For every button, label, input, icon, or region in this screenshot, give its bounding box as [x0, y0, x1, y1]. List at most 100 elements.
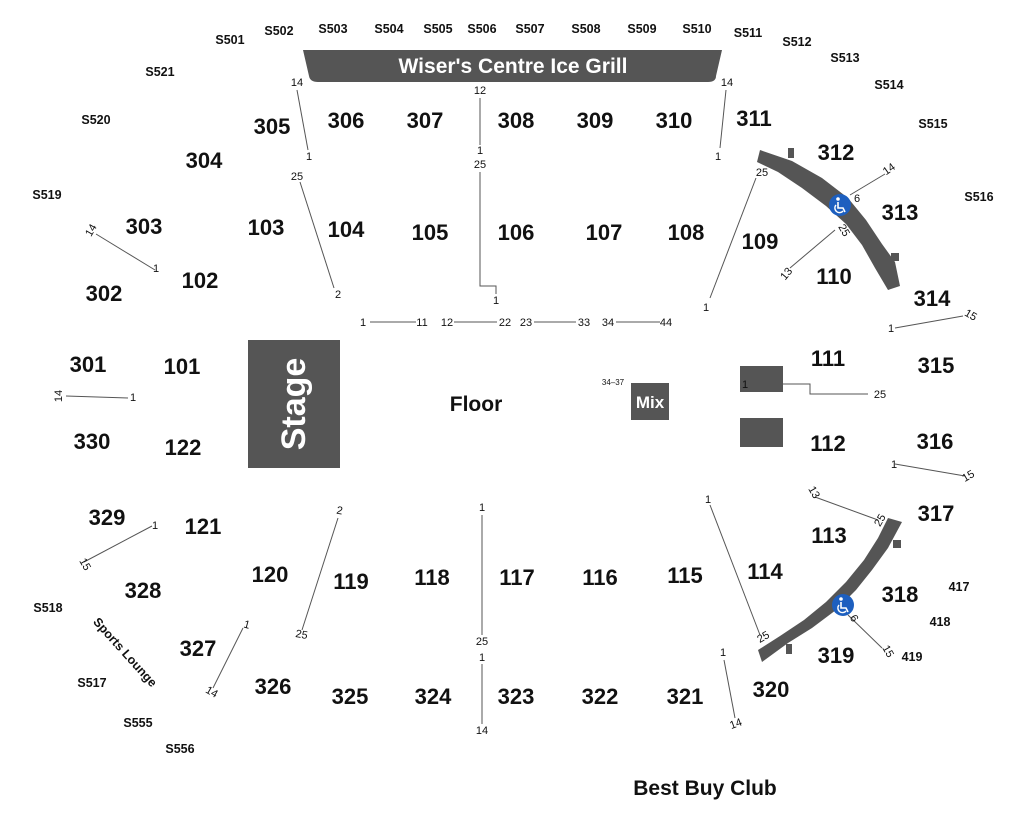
section-label[interactable]: 302 — [86, 281, 123, 306]
section-label[interactable]: 312 — [818, 140, 855, 165]
section-label[interactable]: 419 — [902, 650, 923, 664]
section-label[interactable]: 119 — [333, 569, 369, 594]
section-label[interactable]: 107 — [586, 220, 623, 245]
section-label[interactable]: 115 — [667, 563, 703, 588]
wheelchair-icon[interactable] — [829, 194, 851, 216]
wheelchair-icon[interactable] — [832, 594, 854, 616]
suite-label[interactable]: S555 — [123, 716, 152, 730]
section-label[interactable]: 319 — [818, 643, 855, 668]
row-label: 14 — [53, 390, 65, 402]
section-label[interactable]: 120 — [252, 562, 289, 587]
section-label[interactable]: 113 — [811, 523, 847, 548]
row-label: 1 — [493, 295, 499, 307]
section-label[interactable]: 116 — [582, 565, 618, 590]
section-label[interactable]: 330 — [74, 429, 111, 454]
section-label[interactable]: 106 — [498, 220, 535, 245]
suite-label[interactable]: S511 — [734, 26, 763, 40]
suite-label[interactable]: S505 — [423, 22, 452, 36]
section-label[interactable]: 308 — [498, 108, 535, 133]
suite-label[interactable]: S504 — [374, 22, 403, 36]
section-label[interactable]: 108 — [668, 220, 705, 245]
section-label[interactable]: 320 — [753, 677, 790, 702]
suite-label[interactable]: S516 — [964, 190, 993, 204]
section-label[interactable]: 306 — [328, 108, 365, 133]
suite-label[interactable]: S509 — [627, 22, 656, 36]
suite-label[interactable]: S506 — [467, 22, 496, 36]
row-label: 14 — [83, 222, 100, 239]
suite-label[interactable]: S519 — [32, 188, 61, 202]
row-label: 14 — [721, 77, 733, 89]
row-label: 15 — [962, 307, 979, 324]
suite-label[interactable]: S513 — [830, 51, 859, 65]
suites: S501 S502 S503 S504 S505 S506 S507 S508 … — [32, 22, 993, 756]
section-label[interactable]: 109 — [742, 229, 779, 254]
row-label: 25 — [756, 167, 768, 179]
suite-label[interactable]: S520 — [81, 113, 110, 127]
section-label[interactable]: 102 — [182, 268, 219, 293]
section-label[interactable]: 323 — [498, 684, 535, 709]
suite-label[interactable]: S507 — [515, 22, 544, 36]
section-label[interactable]: 103 — [248, 215, 285, 240]
section-label[interactable]: 329 — [89, 505, 126, 530]
suite-label[interactable]: S510 — [682, 22, 711, 36]
section-label[interactable]: 105 — [412, 220, 449, 245]
section-label[interactable]: 121 — [185, 514, 222, 539]
section-label[interactable]: 309 — [577, 108, 614, 133]
suite-label[interactable]: S518 — [33, 601, 62, 615]
section-label[interactable]: 418 — [930, 615, 951, 629]
section-label[interactable]: 110 — [816, 264, 852, 289]
row-label: 1 — [153, 263, 159, 275]
section-label[interactable]: 321 — [667, 684, 704, 709]
section-label[interactable]: 111 — [811, 346, 845, 371]
section-label[interactable]: 118 — [414, 565, 450, 590]
section-label[interactable]: 301 — [70, 352, 107, 377]
suite-label[interactable]: S512 — [782, 35, 811, 49]
section-label[interactable]: 114 — [747, 559, 783, 584]
row-label: 1 — [479, 652, 485, 664]
best-buy-club-label[interactable]: Best Buy Club — [633, 777, 777, 800]
row-label: 1 — [888, 323, 894, 335]
section-label[interactable]: 101 — [164, 354, 201, 379]
suite-label[interactable]: S508 — [571, 22, 600, 36]
grill-banner[interactable]: Wiser's Centre Ice Grill — [303, 50, 722, 82]
section-label[interactable]: 313 — [882, 200, 919, 225]
section-label[interactable]: 324 — [415, 684, 452, 709]
section-label[interactable]: 122 — [165, 435, 202, 460]
suite-label[interactable]: S514 — [874, 78, 903, 92]
row-label: 44 — [660, 317, 672, 329]
section-label[interactable]: 310 — [656, 108, 693, 133]
section-label[interactable]: 328 — [125, 578, 162, 603]
section-label[interactable]: 314 — [914, 286, 951, 311]
suite-label[interactable]: S521 — [145, 65, 174, 79]
section-label[interactable]: 303 — [126, 214, 163, 239]
section-label[interactable]: 325 — [332, 684, 369, 709]
suite-label[interactable]: S517 — [77, 676, 106, 690]
suite-label[interactable]: S502 — [264, 24, 293, 38]
suite-label[interactable]: S515 — [918, 117, 947, 131]
mix-booth[interactable]: Mix — [631, 383, 669, 420]
section-label[interactable]: 311 — [736, 106, 772, 131]
row-label: 15 — [879, 643, 896, 660]
section-label[interactable]: 307 — [407, 108, 444, 133]
section-label[interactable]: 104 — [328, 217, 365, 242]
section-label[interactable]: 315 — [918, 353, 955, 378]
section-label[interactable]: 316 — [917, 429, 954, 454]
section-label[interactable]: 322 — [582, 684, 619, 709]
stage[interactable]: Stage — [248, 340, 340, 468]
row-label: 12 — [441, 317, 453, 329]
section-label[interactable]: 112 — [810, 431, 846, 456]
section-label[interactable]: 304 — [186, 148, 223, 173]
section-label[interactable]: 417 — [949, 580, 970, 594]
section-label[interactable]: 318 — [882, 582, 919, 607]
suite-label[interactable]: S501 — [215, 33, 244, 47]
row-label: 25 — [291, 171, 303, 183]
section-label[interactable]: 305 — [254, 114, 291, 139]
section-label[interactable]: 326 — [255, 674, 292, 699]
suite-label[interactable]: S503 — [318, 22, 347, 36]
section-label[interactable]: 327 — [180, 636, 217, 661]
stage-label: Stage — [275, 358, 313, 451]
suite-label[interactable]: S556 — [165, 742, 194, 756]
section-label[interactable]: 117 — [499, 565, 535, 590]
section-label[interactable]: 317 — [918, 501, 955, 526]
row-label: 1 — [242, 619, 251, 632]
